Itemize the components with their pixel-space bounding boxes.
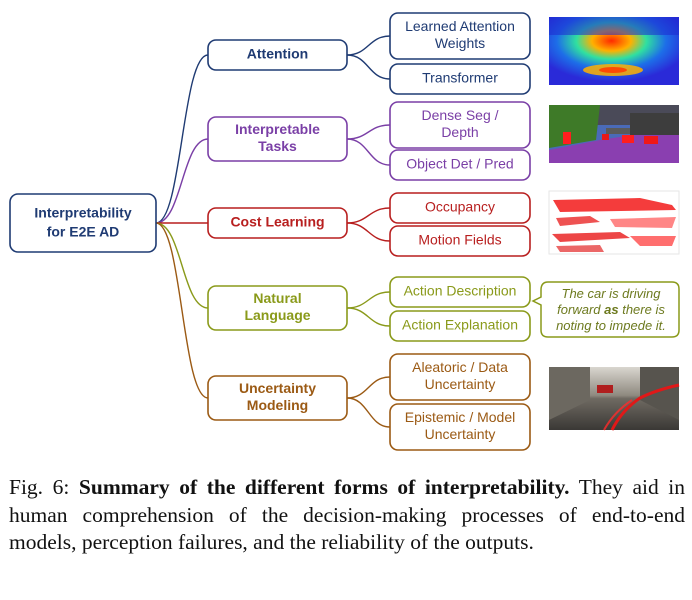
- edge-root-to-category-1: [155, 54, 209, 224]
- leaf-4-2-line-1: Action Explanation: [402, 317, 518, 333]
- category-4-line-1: Natural: [253, 290, 301, 306]
- leaf-node-2-2: Object Det / Pred: [389, 149, 531, 181]
- category-4-line-2: Language: [244, 307, 310, 323]
- edge-category-4-to-leaf-2: [346, 307, 391, 327]
- speech-line-2-post: there is: [618, 302, 665, 317]
- leaf-5-2-line-2: Uncertainty: [425, 426, 496, 442]
- category-box-2: [207, 116, 348, 162]
- speech-bubble-shape: [531, 281, 680, 338]
- edge-category-3-to-leaf-2: [346, 222, 391, 242]
- root-node: Interpretability for E2E AD: [9, 193, 157, 253]
- leaf-5-1-line-1: Aleatoric / Data: [412, 359, 508, 375]
- leaf-3-1-line-1: Occupancy: [425, 199, 495, 215]
- edge-category-2-to-leaf-1: [346, 124, 391, 140]
- speech-line-2-bold: as: [604, 302, 619, 317]
- edge-category-1-to-leaf-1: [346, 35, 391, 56]
- category-2-line-2: Tasks: [258, 138, 297, 154]
- category-box-1: [207, 39, 348, 71]
- caption-bold: Summary of the different forms of interp…: [78, 475, 570, 499]
- leaf-2-1-line-2: Depth: [441, 124, 478, 140]
- edge-category-3-to-leaf-1: [346, 207, 391, 224]
- category-box-4: [207, 285, 348, 331]
- category-node-3: Cost Learning: [207, 207, 348, 239]
- occupancy-thumbnail: [548, 190, 680, 255]
- category-3-line-1: Cost Learning: [230, 214, 324, 230]
- leaf-4-1-line-1: Action Description: [404, 283, 517, 299]
- category-1-line-1: Attention: [247, 46, 308, 62]
- speech-line-3: noting to impede it.: [556, 318, 666, 333]
- leaf-box-4-1: [389, 276, 531, 308]
- speech-line-1: The car is driving: [561, 286, 661, 301]
- leaf-box-5-2: [389, 403, 531, 451]
- leaf-box-1-1: [389, 12, 531, 60]
- leaf-1-1-line-2: Weights: [435, 35, 485, 51]
- edge-root-to-category-4: [155, 222, 209, 309]
- leaf-2-2-line-1: Object Det / Pred: [406, 156, 513, 172]
- speech-line-2-pre: forward: [557, 302, 605, 317]
- edge-root-to-category-2: [155, 138, 209, 224]
- leaf-box-3-1: [389, 192, 531, 224]
- category-box-5: [207, 375, 348, 421]
- leaf-5-2-line-1: Epistemic / Model: [405, 409, 515, 425]
- diagram-nodes: Interpretability for E2E AD Attention Learn…: [9, 12, 531, 451]
- leaf-node-4-2: Action Explanation: [389, 310, 531, 342]
- root-node-line-2: for E2E AD: [47, 224, 120, 240]
- leaf-box-2-2: [389, 149, 531, 181]
- category-5-line-2: Modeling: [247, 397, 308, 413]
- leaf-box-4-2: [389, 310, 531, 342]
- leaf-1-2-line-1: Transformer: [422, 70, 498, 86]
- leaf-node-3-1: Occupancy: [389, 192, 531, 224]
- edge-category-5-to-leaf-1: [346, 376, 391, 399]
- connector-edges: [155, 35, 391, 428]
- category-box-3: [207, 207, 348, 239]
- leaf-3-2-line-1: Motion Fields: [418, 232, 501, 248]
- leaf-node-2-1: Dense Seg /Depth: [389, 101, 531, 149]
- leaf-box-2-1: [389, 101, 531, 149]
- category-node-1: Attention: [207, 39, 348, 71]
- edge-category-2-to-leaf-2: [346, 138, 391, 166]
- edge-category-5-to-leaf-2: [346, 397, 391, 428]
- edge-category-1-to-leaf-2: [346, 54, 391, 80]
- category-2-line-1: Interpretable: [235, 121, 320, 137]
- caption-text: They aid in human comprehension of the d…: [9, 475, 686, 554]
- leaf-box-5-1: [389, 353, 531, 401]
- leaf-box-1-2: [389, 63, 531, 95]
- root-node-line-1: Interpretability: [34, 205, 131, 221]
- attention-heatmap-thumbnail: [549, 17, 679, 85]
- street-uncertainty-thumbnail: [549, 367, 680, 431]
- leaf-node-4-1: Action Description: [389, 276, 531, 308]
- speech-bubble-text: The car is driving forward as there is n…: [549, 286, 673, 334]
- interpretability-tree-diagram: Interpretability for E2E AD Attention Learn…: [9, 12, 680, 451]
- speech-bubble: The car is driving forward as there is n…: [541, 282, 677, 336]
- edge-root-to-category-5: [155, 222, 209, 399]
- leaf-2-1-line-1: Dense Seg /: [421, 107, 498, 123]
- leaf-node-3-2: Motion Fields: [389, 225, 531, 257]
- leaf-1-1-line-1: Learned Attention: [405, 18, 515, 34]
- root-node-box: [9, 193, 157, 253]
- segmentation-thumbnail: [549, 105, 679, 163]
- edge-category-4-to-leaf-1: [346, 291, 391, 309]
- leaf-node-1-2: Transformer: [389, 63, 531, 95]
- figure-caption: Fig. 6: Summary of the different forms o…: [9, 474, 685, 557]
- caption-label: Fig. 6:: [9, 475, 79, 499]
- leaf-box-3-2: [389, 225, 531, 257]
- category-5-line-1: Uncertainty: [239, 380, 316, 396]
- leaf-5-1-line-2: Uncertainty: [425, 376, 496, 392]
